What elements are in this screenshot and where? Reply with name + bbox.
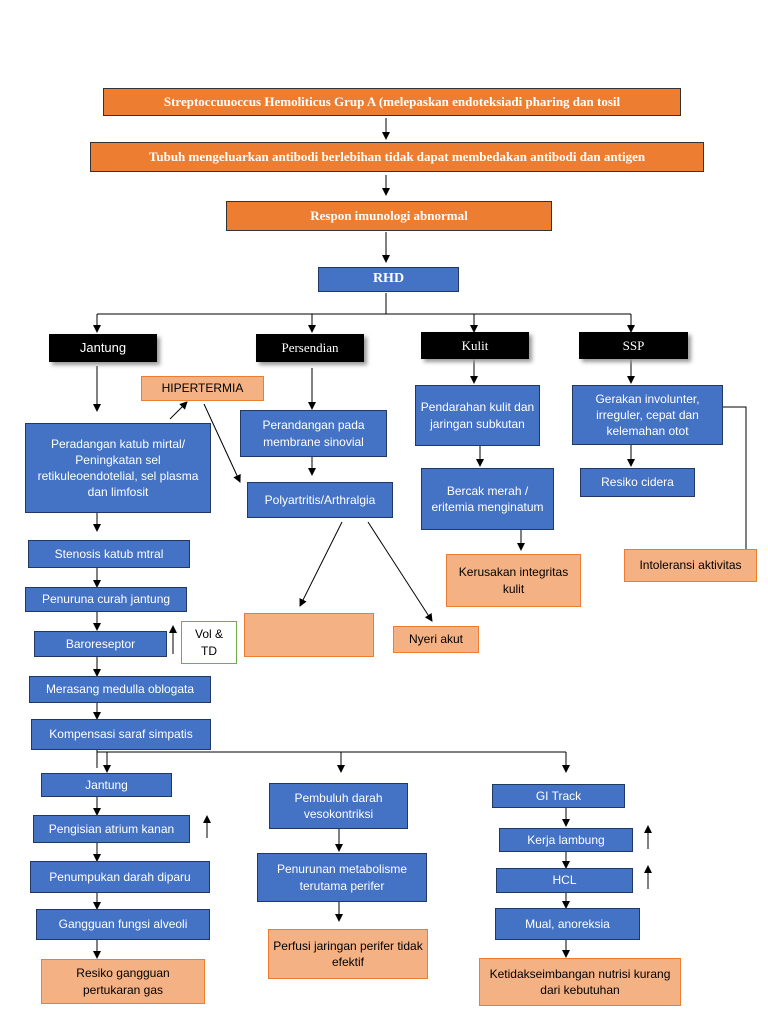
alveoli-box: Gangguan fungsi alveoli [36,909,210,940]
category-persendian: Persendian [256,334,364,362]
respon-box: Respon imunologi abnormal [226,201,552,231]
penumpukan-box: Penumpukan darah diparu [30,861,210,893]
hcl-box: HCL [496,868,633,893]
gerakan-box: Gerakan involunter, irreguler, cepat dan… [572,385,723,445]
kerja-lambung-box: Kerja lambung [499,828,633,852]
stenosis-box: Stenosis katub mtral [28,540,190,568]
hipertermia-box: HIPERTERMIA [141,376,264,401]
atrium-box: Pengisian atrium kanan [33,815,190,843]
antibodi-box: Tubuh mengeluarkan antibodi berlebihan t… [90,142,704,172]
strep-box: Streptoccuuoccus Hemoliticus Grup A (mel… [103,88,681,116]
category-kulit: Kulit [421,332,529,359]
baroreseptor-box: Baroreseptor [34,631,167,657]
rhd-box: RHD [318,267,459,292]
category-jantung: Jantung [49,334,157,362]
pendarahan-box: Pendarahan kulit dan jaringan subkutan [415,385,540,446]
polyartritis-box: Polyartritis/Arthralgia [247,482,393,518]
curah-jantung-box: Penuruna curah jantung [25,587,187,612]
pembuluh-box: Pembuluh darah vesokontriksi [269,783,408,829]
category-ssp: SSP [579,332,688,359]
nutrisi-box: Ketidakseimbangan nutrisi kurang dari ke… [479,958,681,1006]
bercak-box: Bercak merah / eritemia menginatum [421,468,554,530]
nyeri-akut-box: Nyeri akut [393,626,479,653]
simpatis-box: Kompensasi saraf simpatis [31,719,211,750]
intoleransi-box: Intoleransi aktivitas [624,549,757,582]
vol-td-box: Vol & TD [181,621,237,664]
perfusi-box: Perfusi jaringan perifer tidak efektif [268,929,428,979]
gi-track-box: GI Track [492,784,625,808]
kerusakan-kulit-box: Kerusakan integritas kulit [446,554,581,607]
mual-box: Mual, anoreksia [495,908,640,940]
resiko-cidera-box: Resiko cidera [580,468,695,497]
jantung-sub-box: Jantung [41,773,172,797]
perandangan-box: Perandangan pada membrane sinovial [240,410,387,457]
medulla-box: Merasang medulla oblogata [29,676,211,703]
resiko-gas-box: Resiko gangguan pertukaran gas [41,959,205,1004]
empty-diagnosis-box [244,613,374,657]
peradangan-box: Peradangan katub mirtal/ Peningkatan sel… [25,423,211,513]
metabolisme-box: Penurunan metabolisme terutama perifer [257,853,427,902]
